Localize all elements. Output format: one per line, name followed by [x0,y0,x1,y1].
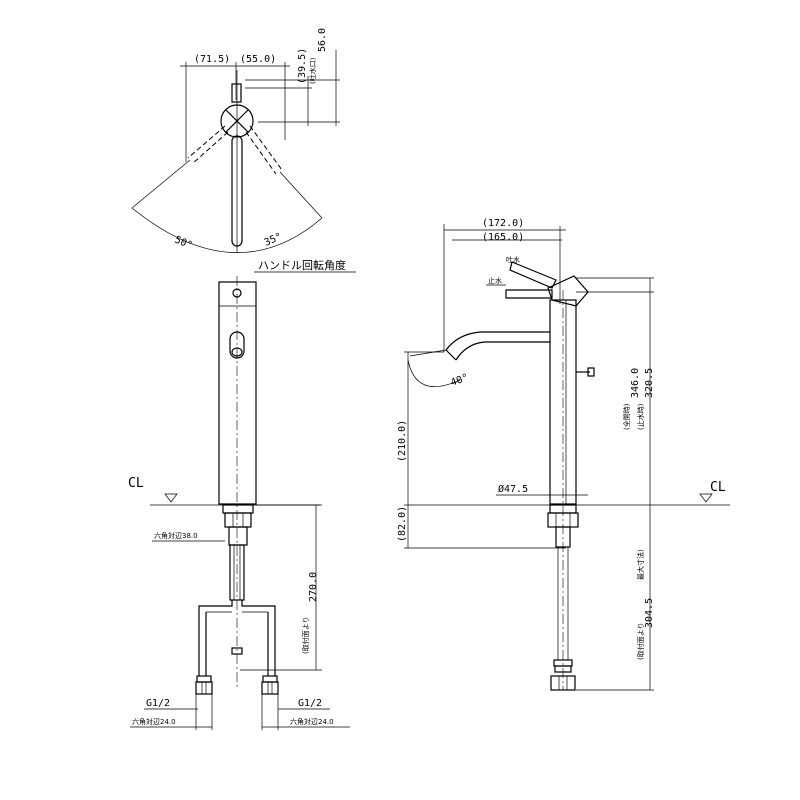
dim-55-0: (55.0) [240,54,276,65]
dim-320-5: 320.5 [644,368,655,398]
hex-24-right: 六角対辺24.0 [290,717,334,726]
dim-172: (172.0) [482,218,524,229]
note-56: (吐水口) [308,57,317,84]
dim-56-0: 56.0 [317,28,328,52]
cl-label-right: CL [710,480,726,495]
side-view: (172.0) (165.0) 吐水 止水 40° (210.0) (82.0)… [397,218,730,691]
note-346: (全開時) [622,403,631,430]
note-304-5: (取付面より [636,622,645,660]
angle-50: 50° [173,235,194,252]
handle-rotation-label: ハンドル回転角度 [258,258,346,272]
g-left: G1/2 [146,698,170,709]
front-view: CL 六角対辺38.0 270.0 (取付面より [128,276,350,730]
angle-40: 40° [449,372,470,389]
cl-label-left: CL [128,476,144,491]
dim-270: 270.0 [308,572,319,602]
g-right: G1/2 [298,698,322,709]
dim-82: (82.0) [397,506,408,542]
hot-water-label: 吐水 [506,255,520,264]
top-view: (71.5) (55.0) (39.5) 56.0 (吐水口) 50° 35° … [131,28,356,273]
note-304-5b: 最大寸法) [636,549,645,580]
hex-38: 六角対辺38.0 [154,531,198,540]
dim-346: 346.0 [630,368,641,398]
dim-210: (210.0) [397,420,408,462]
dia-47-5: Ø47.5 [498,483,528,495]
dim-165: (165.0) [482,232,524,243]
dim-304-5: 304.5 [644,598,655,628]
note-270: (取付面より [301,616,310,654]
hex-24-left: 六角対辺24.0 [132,717,176,726]
note-320-5: (止水時) [636,403,645,430]
dim-39-5: (39.5) [297,48,308,84]
angle-35: 35° [263,231,284,248]
stop-water-label: 止水 [488,276,502,285]
dim-71-5: (71.5) [194,54,230,65]
